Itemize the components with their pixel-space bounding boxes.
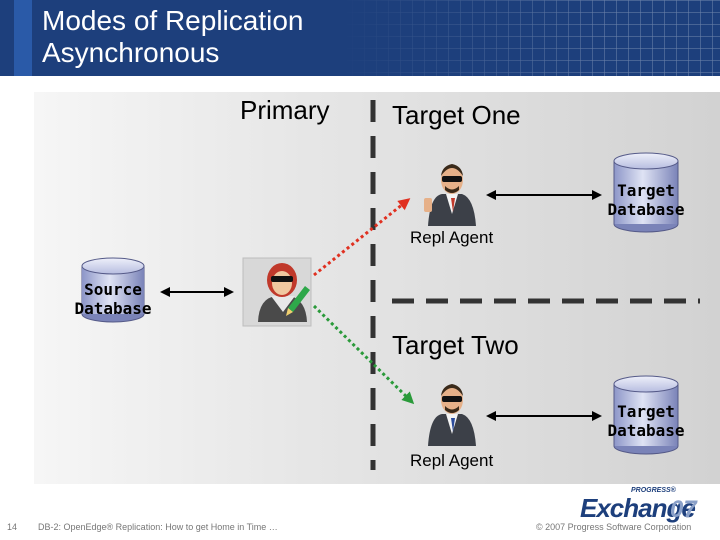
title-line-2: Asynchronous bbox=[42, 37, 220, 68]
header-accent-bar bbox=[14, 0, 32, 76]
agent-one-icon bbox=[424, 164, 476, 226]
target-database-two-label-line-2: Database bbox=[607, 421, 685, 440]
logo-tagline: PROGRESS® bbox=[631, 487, 676, 494]
header-grid-pattern bbox=[340, 0, 720, 76]
source-database-label: Source Database bbox=[60, 280, 166, 318]
footer-session-title: DB-2: OpenEdge® Replication: How to get … bbox=[38, 522, 278, 532]
slide-header: Modes of Replication Asynchronous bbox=[0, 0, 720, 76]
page-number: 14 bbox=[7, 522, 18, 532]
target-database-two-icon bbox=[613, 375, 679, 455]
target-database-one-label: Target Database bbox=[594, 181, 698, 219]
source-database-label-line-1: Source bbox=[84, 280, 142, 299]
source-database-icon bbox=[81, 257, 145, 323]
agent-one-label: Repl Agent bbox=[410, 228, 494, 247]
source-database-label-line-2: Database bbox=[74, 299, 152, 318]
target-database-one-label-line-1: Target bbox=[617, 181, 675, 200]
target-database-one-label-line-2: Database bbox=[607, 200, 685, 219]
primary-label: Primary bbox=[240, 95, 330, 125]
agent-two-icon bbox=[428, 384, 476, 446]
target-one-label: Target One bbox=[392, 100, 521, 130]
target-two-label: Target Two bbox=[392, 330, 519, 360]
diagram-panel bbox=[34, 92, 720, 484]
target-database-two-label-line-1: Target bbox=[617, 402, 675, 421]
logo-wordmark: Exchange bbox=[580, 493, 696, 523]
copyright-text: © 2007 Progress Software Corporation bbox=[536, 522, 692, 532]
target-database-one-icon bbox=[613, 152, 679, 233]
agent-two-label: Repl Agent bbox=[410, 451, 494, 470]
replication-arrow-target-two bbox=[312, 304, 415, 405]
slide-title: Modes of Replication Asynchronous bbox=[42, 5, 303, 69]
title-line-1: Modes of Replication bbox=[42, 5, 304, 36]
editor-user-icon bbox=[242, 257, 312, 327]
replication-arrow-target-one bbox=[313, 198, 411, 277]
target-database-two-label: Target Database bbox=[594, 402, 698, 440]
logo-year: 07 bbox=[670, 496, 697, 523]
